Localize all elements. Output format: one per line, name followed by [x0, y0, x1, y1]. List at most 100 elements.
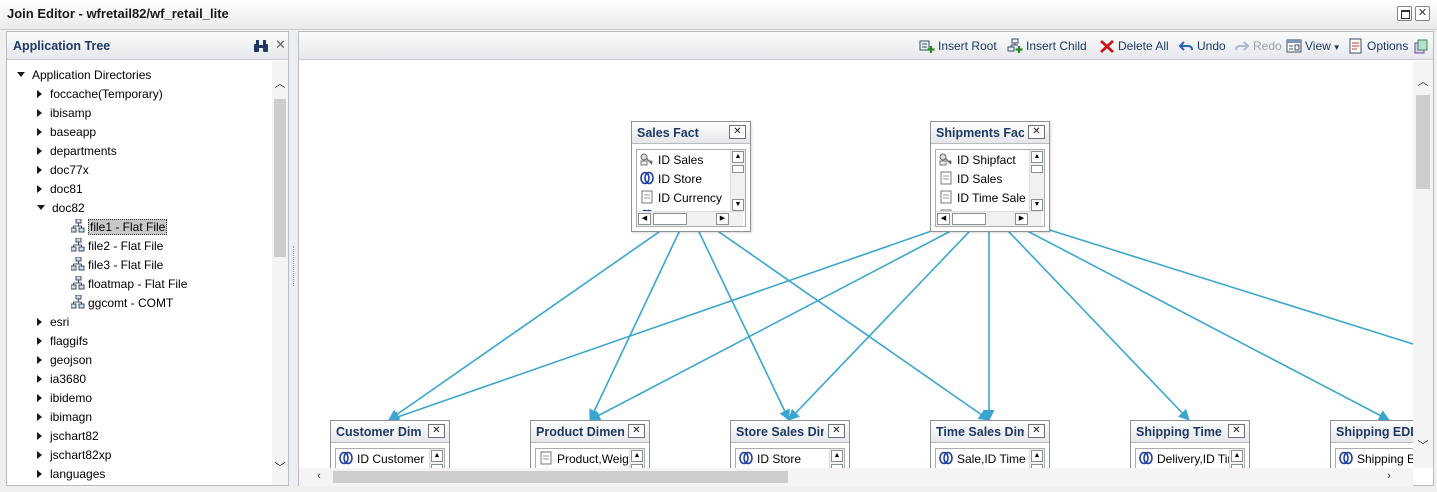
- collapsed-arrow-icon[interactable]: [37, 450, 42, 459]
- scroll-right-icon[interactable]: ▶: [1015, 213, 1028, 225]
- collapsed-arrow-icon[interactable]: [37, 393, 42, 402]
- scroll-right-icon[interactable]: ▶: [716, 213, 729, 225]
- scroll-up-icon[interactable]: ▲: [1031, 450, 1043, 462]
- scroll-up-icon[interactable]: ▲: [631, 450, 643, 462]
- field-list-vertical-scrollbar[interactable]: ▲▼: [1029, 150, 1044, 212]
- join-line[interactable]: [788, 210, 990, 421]
- scroll-left-icon[interactable]: ‹: [317, 470, 321, 482]
- tree-vertical-scrollbar[interactable]: ︿ ﹀: [272, 61, 288, 485]
- scroll-thumb[interactable]: [1031, 165, 1043, 173]
- collapsed-arrow-icon[interactable]: [37, 374, 42, 383]
- field-item[interactable]: ID Store: [739, 450, 831, 468]
- field-list[interactable]: ID CustomerID AgeID Education▲: [335, 448, 445, 468]
- table-header[interactable]: Shipping Time✕: [1131, 421, 1249, 443]
- collapsed-arrow-icon[interactable]: [37, 165, 42, 174]
- insert-root-button[interactable]: Insert Root: [919, 38, 997, 54]
- join-line[interactable]: [589, 210, 990, 421]
- scroll-thumb[interactable]: [831, 464, 843, 468]
- scroll-down-icon[interactable]: ▼: [732, 199, 744, 211]
- join-line[interactable]: [589, 210, 690, 422]
- view-menu-button[interactable]: View▼: [1286, 38, 1341, 54]
- scroll-thumb[interactable]: [1416, 95, 1430, 189]
- table-header[interactable]: Product Dimension✕: [531, 421, 649, 443]
- canvas-horizontal-scrollbar[interactable]: ‹ ›: [299, 468, 1413, 486]
- tree-item-folder[interactable]: ibimagn: [37, 408, 92, 427]
- tree-item-folder[interactable]: doc82: [37, 199, 85, 218]
- field-item[interactable]: ID Sales: [640, 151, 732, 170]
- join-line[interactable]: [988, 210, 1190, 421]
- field-item[interactable]: Delivery,ID Time: [1139, 450, 1231, 468]
- collapsed-arrow-icon[interactable]: [37, 469, 42, 478]
- table-header[interactable]: Store Sales Dim✕: [731, 421, 849, 443]
- collapsed-arrow-icon[interactable]: [37, 317, 42, 326]
- scroll-up-icon[interactable]: ▲: [732, 151, 744, 163]
- scroll-left-icon[interactable]: ◀: [937, 213, 950, 225]
- field-item[interactable]: ID Sales: [939, 170, 1031, 189]
- tree-item-folder[interactable]: ibidemo: [37, 389, 92, 408]
- tree-item-folder[interactable]: departments: [37, 142, 117, 161]
- tree-item-folder[interactable]: flaggifs: [37, 332, 88, 351]
- table-header[interactable]: Sales Fact✕: [632, 122, 750, 144]
- join-line[interactable]: [688, 210, 990, 421]
- field-list-vertical-scrollbar[interactable]: ▲▼: [730, 150, 745, 212]
- remove-table-button[interactable]: ✕: [1228, 424, 1245, 438]
- join-line[interactable]: [688, 210, 790, 422]
- expanded-arrow-icon[interactable]: [17, 72, 25, 78]
- scroll-thumb[interactable]: [274, 99, 286, 257]
- field-list-vertical-scrollbar[interactable]: ▲: [1229, 449, 1244, 468]
- scroll-down-icon[interactable]: ▼: [1031, 199, 1043, 211]
- scroll-thumb[interactable]: [1231, 464, 1243, 468]
- expanded-arrow-icon[interactable]: [37, 205, 45, 211]
- tree-item-folder[interactable]: foccache(Temporary): [37, 85, 163, 104]
- remove-table-button[interactable]: ✕: [628, 424, 645, 438]
- table-header[interactable]: Time Sales Dim✕: [931, 421, 1049, 443]
- collapsed-arrow-icon[interactable]: [37, 184, 42, 193]
- scroll-thumb[interactable]: [431, 464, 443, 468]
- collapsed-arrow-icon[interactable]: [37, 108, 42, 117]
- tree-item-folder[interactable]: ia3680: [37, 370, 86, 389]
- field-item[interactable]: ID Customer: [339, 450, 431, 468]
- scroll-up-icon[interactable]: ▲: [431, 450, 443, 462]
- scroll-down-icon[interactable]: ﹀: [274, 462, 286, 474]
- tree-item-folder[interactable]: ibisamp: [37, 104, 91, 123]
- binoculars-icon[interactable]: [253, 39, 269, 53]
- collapsed-arrow-icon[interactable]: [37, 412, 42, 421]
- remove-table-button[interactable]: ✕: [1028, 125, 1045, 139]
- tree-item-file[interactable]: file1 - Flat File: [71, 218, 168, 237]
- delete-all-button[interactable]: Delete All: [1099, 38, 1169, 54]
- collapsed-arrow-icon[interactable]: [37, 89, 42, 98]
- collapsed-arrow-icon[interactable]: [37, 431, 42, 440]
- remove-table-button[interactable]: ✕: [1028, 424, 1045, 438]
- collapsed-arrow-icon[interactable]: [37, 127, 42, 136]
- scroll-up-icon[interactable]: ▲: [831, 450, 843, 462]
- scroll-up-icon[interactable]: ▲: [1231, 450, 1243, 462]
- join-line[interactable]: [388, 210, 690, 421]
- tree-item-file[interactable]: file2 - Flat File: [71, 237, 163, 256]
- close-panel-icon[interactable]: ✕: [275, 37, 286, 52]
- remove-table-button[interactable]: ✕: [428, 424, 445, 438]
- panel-splitter[interactable]: [290, 31, 298, 486]
- scroll-left-icon[interactable]: ◀: [638, 213, 651, 225]
- scroll-up-icon[interactable]: ︿: [1417, 76, 1429, 88]
- tree-item-file[interactable]: ggcomt - COMT: [71, 294, 173, 313]
- canvas-vertical-scrollbar[interactable]: ︿ ﹀: [1413, 61, 1433, 468]
- join-line[interactable]: [988, 210, 1390, 421]
- tree-item-folder[interactable]: baseapp: [37, 123, 96, 142]
- tree-item-folder[interactable]: doc77x: [37, 161, 89, 180]
- tree-item-folder[interactable]: geojson: [37, 351, 92, 370]
- scroll-right-icon[interactable]: ›: [1387, 470, 1391, 482]
- tree-item-folder[interactable]: esri: [37, 313, 69, 332]
- remove-table-button[interactable]: ✕: [828, 424, 845, 438]
- table-header[interactable]: Shipping EDD✕: [1331, 421, 1413, 443]
- field-list-horizontal-scrollbar[interactable]: ◀▶: [936, 211, 1042, 226]
- options-button[interactable]: Options: [1348, 38, 1408, 54]
- tree-item-file[interactable]: file3 - Flat File: [71, 256, 163, 275]
- scroll-thumb[interactable]: [952, 213, 986, 225]
